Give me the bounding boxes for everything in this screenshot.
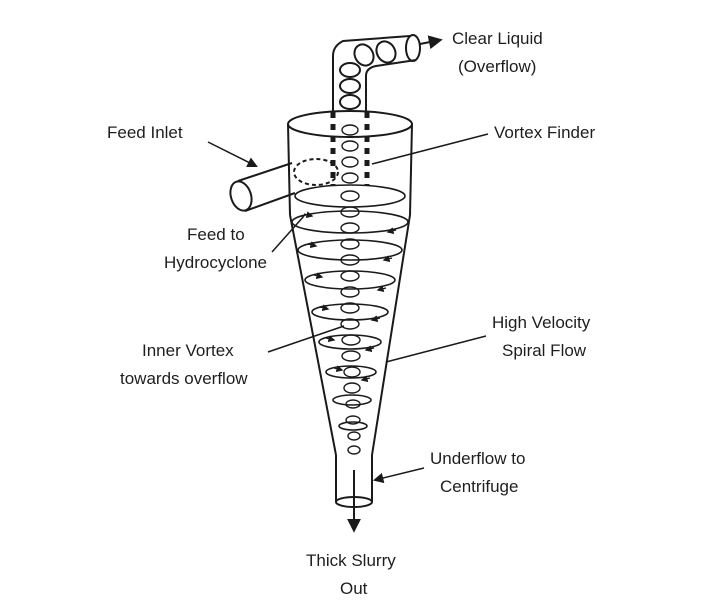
overflow-pipe: [332, 34, 421, 112]
label-thick-slurry: Thick Slurry: [306, 551, 396, 570]
feed-inlet-opening: [229, 180, 253, 212]
label-spiral-flow: Spiral Flow: [502, 341, 587, 360]
label-overflow: (Overflow): [458, 57, 536, 76]
vortex-finder-boundary: [330, 112, 370, 185]
underflow-leader: [372, 467, 425, 484]
cone-left-wall: [289, 214, 337, 456]
labels: Clear Liquid (Overflow) Feed Inlet Vorte…: [107, 29, 595, 598]
label-feed-inlet: Feed Inlet: [107, 123, 183, 142]
inner-vortex: [340, 124, 361, 455]
label-inner-vortex: Inner Vortex: [142, 341, 234, 360]
feed-to-hydrocyclone-leader: [271, 215, 305, 253]
vortex-finder-leader: [371, 133, 489, 165]
label-towards-overflow: towards overflow: [120, 369, 248, 388]
leader-lines: [207, 133, 489, 484]
label-vortex-finder: Vortex Finder: [494, 123, 595, 142]
high-velocity-leader: [385, 335, 487, 363]
feed-inlet-pipe: [229, 158, 339, 212]
cyclone-top-rim: [287, 110, 413, 138]
label-hydrocyclone: Hydrocyclone: [164, 253, 267, 272]
label-underflow-to: Underflow to: [430, 449, 525, 468]
label-out: Out: [340, 579, 368, 598]
label-feed-to: Feed to: [187, 225, 245, 244]
feed-inlet-leader: [207, 141, 258, 167]
cyclone-left-wall: [287, 123, 291, 216]
label-high-velocity: High Velocity: [492, 313, 591, 332]
feed-entry-dashed: [293, 158, 339, 186]
label-centrifuge: Centrifuge: [440, 477, 518, 496]
cyclone-body: [287, 110, 413, 508]
cyclone-right-wall: [409, 123, 413, 216]
cone-right-wall: [371, 214, 411, 456]
overflow-arrow: [419, 35, 443, 50]
overflow-outlet: [405, 34, 421, 62]
outer-spiral: [291, 184, 409, 431]
spiral-arrows: [303, 211, 397, 383]
label-clear-liquid: Clear Liquid: [452, 29, 543, 48]
inner-vortex-leader: [267, 325, 345, 353]
